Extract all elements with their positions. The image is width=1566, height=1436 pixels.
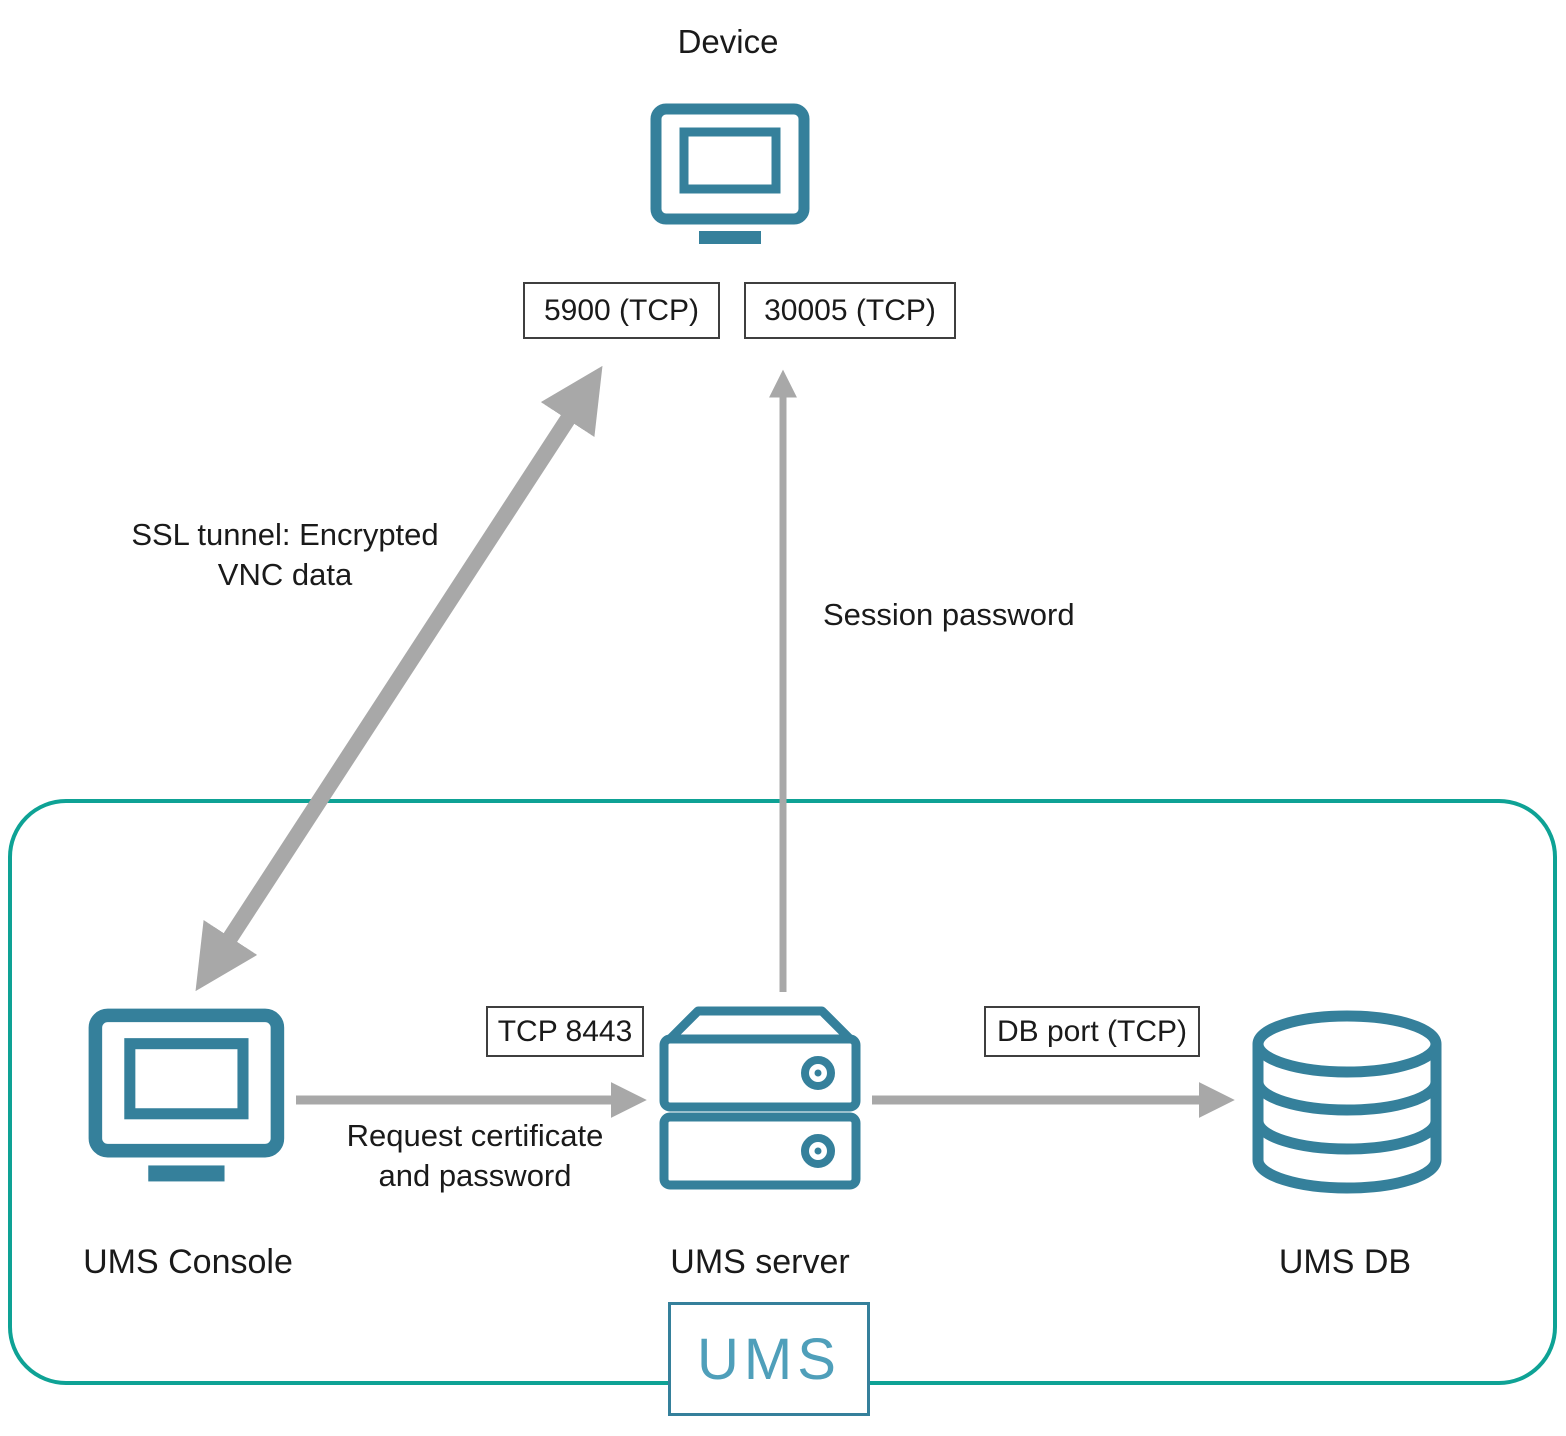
db-port-box: DB port (TCP) bbox=[984, 1006, 1200, 1057]
ssl-tunnel-label: SSL tunnel: Encrypted VNC data bbox=[131, 517, 439, 592]
device-label: Device bbox=[677, 23, 779, 60]
port-box-30005: 30005 (TCP) bbox=[744, 282, 956, 339]
ums-db-icon bbox=[1252, 1010, 1442, 1194]
ums-console-icon bbox=[95, 1015, 277, 1181]
ums-db-label: UMS DB bbox=[1278, 1243, 1412, 1281]
session-password-label: Session password bbox=[823, 597, 1075, 632]
ums-server-icon bbox=[659, 1006, 861, 1190]
ums-badge-text: UMS bbox=[697, 1326, 841, 1392]
ums-console-label: UMS Console bbox=[83, 1243, 293, 1281]
ums-badge: UMS bbox=[668, 1302, 870, 1416]
device-monitor-icon bbox=[656, 109, 804, 244]
port-box-5900: 5900 (TCP) bbox=[523, 282, 720, 339]
tcp-8443-box: TCP 8443 bbox=[486, 1006, 644, 1057]
ums-server-label: UMS server bbox=[670, 1243, 850, 1281]
request-certificate-label: Request certificate and password bbox=[346, 1118, 604, 1193]
ssl-tunnel-arrow bbox=[195, 365, 603, 992]
